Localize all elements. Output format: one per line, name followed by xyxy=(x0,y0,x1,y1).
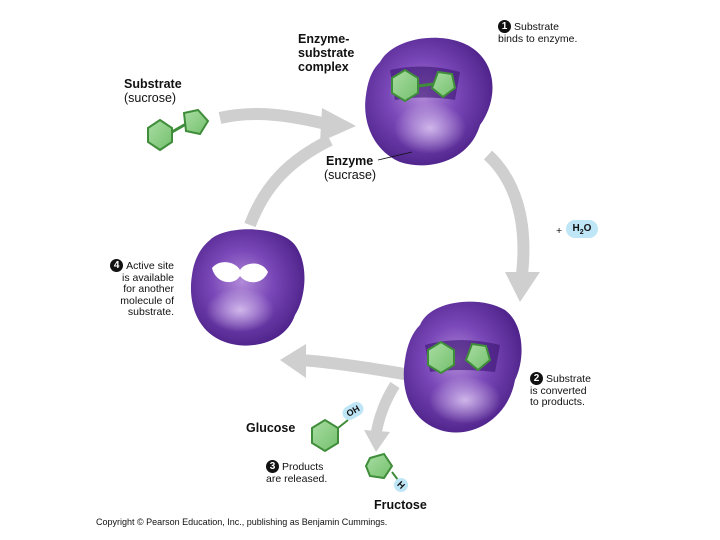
step-1-line2: binds to enzyme. xyxy=(498,32,578,45)
water-subscript: 2 xyxy=(579,229,584,236)
complex-label-line1: Enzyme- xyxy=(298,32,350,46)
step-4-line4: molecule of xyxy=(120,294,174,307)
fructose-label: Fructose xyxy=(374,498,427,512)
arrow-left-arc xyxy=(244,134,333,228)
arrow-to-fructose-head xyxy=(364,430,390,452)
arrow-right-arc xyxy=(483,150,530,276)
step-2-line1: Substrate xyxy=(546,373,591,385)
copyright-text: Copyright © Pearson Education, Inc., pub… xyxy=(96,517,388,527)
step-4-line2: is available xyxy=(122,271,174,284)
substrate-subtitle: (sucrose) xyxy=(124,91,177,105)
step-4-number: 4 xyxy=(110,259,124,272)
substrate-title: Substrate xyxy=(124,77,182,91)
glucose-molecule xyxy=(311,418,349,453)
water-bubble: H2O xyxy=(566,220,598,238)
sucrose-glucose-hexagon xyxy=(147,118,173,152)
glucose-label: Glucose xyxy=(246,421,296,435)
fructose-molecule xyxy=(364,452,399,481)
enzyme-title: Enzyme xyxy=(326,154,374,168)
step-4-line1: Active site xyxy=(126,260,174,272)
step-4-line3: for another xyxy=(123,283,174,295)
step-2-line2: is converted xyxy=(530,384,587,397)
step-1-number: 1 xyxy=(498,20,511,33)
complex-label-line2: substrate xyxy=(298,46,355,60)
arrow-right-arc-head xyxy=(505,272,540,302)
water-h: H xyxy=(572,223,580,234)
enzyme-substrate-complex xyxy=(365,37,493,166)
enzyme-with-products xyxy=(403,301,522,433)
sucrose-fructose-pentagon xyxy=(182,108,210,136)
sucrose-molecule xyxy=(147,108,210,152)
step-3-line1: Products xyxy=(282,461,324,473)
free-enzyme xyxy=(190,229,305,346)
complex-label-line3: complex xyxy=(298,60,349,74)
step-4-line5: substrate. xyxy=(127,306,174,318)
arrow-to-fructose xyxy=(370,381,400,436)
arrow-bottom-arc-head xyxy=(280,344,306,378)
active-site xyxy=(212,262,268,283)
bound-fructose-pentagon xyxy=(464,342,492,372)
plus-sign: + xyxy=(556,225,563,237)
step-3-number: 3 xyxy=(266,460,279,473)
arrow-substrate-to-complex xyxy=(218,108,332,131)
cycle-arrows xyxy=(218,108,540,452)
arrow-substrate-to-complex-head xyxy=(320,108,356,142)
bound-glucose-hexagon xyxy=(427,340,455,375)
water-o: O xyxy=(583,223,592,234)
step-1-line1: Substrate xyxy=(514,21,559,33)
complex-glucose-hexagon xyxy=(391,68,419,103)
step-3-line2: are released. xyxy=(266,472,328,485)
step-2-number: 2 xyxy=(530,372,543,385)
arrow-bottom-arc xyxy=(299,354,412,381)
enzyme-pointer-line xyxy=(377,151,413,161)
enzyme-subtitle: (sucrase) xyxy=(324,168,377,182)
step-2-line3: to products. xyxy=(530,396,585,408)
